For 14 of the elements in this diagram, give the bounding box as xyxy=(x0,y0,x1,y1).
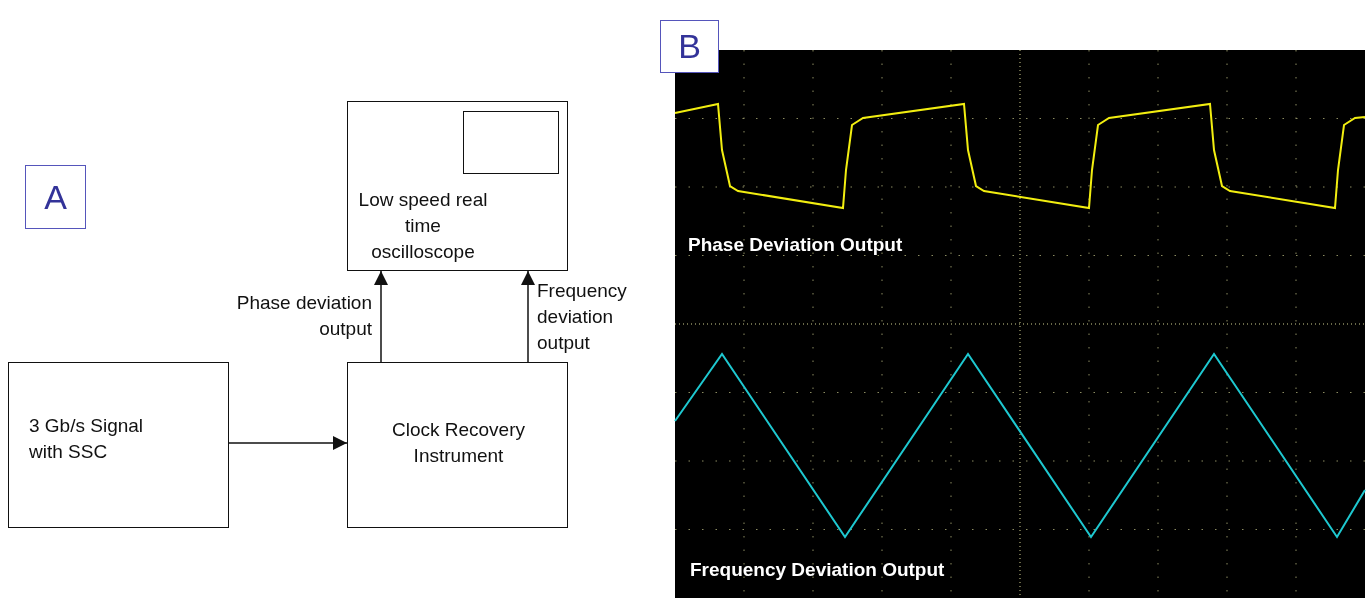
trace-label: Phase Deviation Output xyxy=(688,234,903,256)
panel-letter-box: B xyxy=(660,20,719,73)
node-label: Low speed real time oscilloscope xyxy=(358,188,488,264)
trace-label: Frequency Deviation Output xyxy=(690,559,945,581)
arrow xyxy=(228,436,348,450)
arrow xyxy=(374,270,388,363)
block-box xyxy=(8,362,229,528)
arrow xyxy=(521,270,535,363)
screen-box xyxy=(463,111,559,174)
panel-letter-box: A xyxy=(25,165,86,229)
block-box xyxy=(347,362,568,528)
block-box xyxy=(347,101,568,271)
node-label: Clock Recovery Instrument xyxy=(390,418,526,468)
node-label: 3 Gb/s Signal with SSC xyxy=(29,414,145,464)
